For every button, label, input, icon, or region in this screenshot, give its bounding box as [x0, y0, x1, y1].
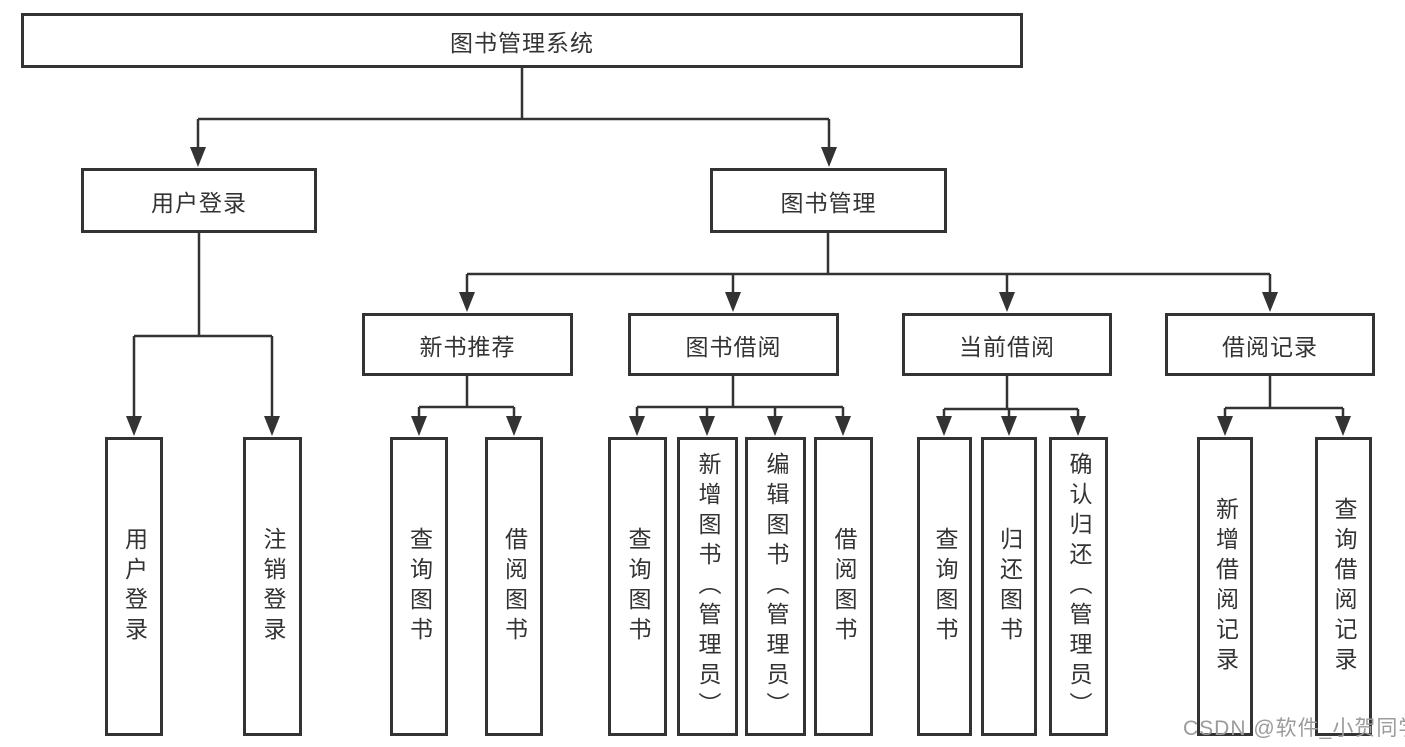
node-root-system: 图书管理系统 — [21, 13, 1023, 68]
node-label: 图书借阅 — [685, 333, 782, 360]
arrow-down-icon — [725, 292, 741, 312]
arrow-down-icon — [264, 416, 280, 436]
arrow-down-icon — [835, 416, 851, 436]
arrow-down-icon — [699, 416, 715, 436]
connector-records-to-children — [1223, 376, 1345, 417]
leaf-label: 编辑图书（管理员） — [763, 451, 789, 722]
node-book-management: 图书管理 — [710, 168, 947, 233]
node-user-login: 用户登录 — [81, 168, 317, 233]
arrow-down-icon — [459, 292, 475, 312]
connector-book-mgmt-to-modules — [465, 233, 1272, 293]
connector-new-book-to-children — [417, 376, 516, 417]
csdn-watermark: CSDN @软件_小贺同学 — [1183, 717, 1405, 740]
leaf-label: 注销登录 — [260, 526, 286, 647]
leaf-borrow-query: 查询图书 — [608, 437, 667, 736]
leaf-label: 确认归还（管理员） — [1066, 451, 1092, 722]
node-label: 图书管理系统 — [450, 29, 594, 56]
node-current-borrow: 当前借阅 — [902, 313, 1112, 376]
arrowheads — [126, 147, 1351, 436]
leaf-label: 查询图书 — [406, 526, 433, 647]
node-new-book-recommend: 新书推荐 — [362, 313, 573, 376]
arrow-down-icon — [1335, 416, 1351, 436]
arrow-down-icon — [1070, 416, 1086, 436]
node-borrow-records: 借阅记录 — [1165, 313, 1375, 376]
leaf-label: 新增借阅记录 — [1212, 496, 1239, 677]
arrow-down-icon — [999, 292, 1015, 312]
arrow-down-icon — [1217, 416, 1233, 436]
leaf-label: 查询图书 — [932, 526, 958, 647]
leaf-label: 新增图书（管理员） — [695, 451, 721, 722]
leaf-label: 查询图书 — [625, 526, 651, 647]
connector-current-to-children — [942, 376, 1080, 417]
arrow-down-icon — [411, 416, 427, 436]
node-label: 当前借阅 — [959, 333, 1055, 360]
leaf-borrow-edit-admin: 编辑图书（管理员） — [745, 437, 806, 736]
leaf-records-add: 新增借阅记录 — [1197, 437, 1253, 736]
connector-user-login-to-children — [132, 233, 274, 417]
arrow-down-icon — [126, 416, 142, 436]
arrow-down-icon — [767, 416, 783, 436]
connector-root-to-level2 — [196, 67, 831, 148]
leaf-newbook-borrow: 借阅图书 — [485, 437, 543, 736]
arrow-down-icon — [506, 416, 522, 436]
node-label: 用户登录 — [151, 189, 247, 216]
leaf-user-login: 用户登录 — [105, 437, 163, 736]
leaf-current-return: 归还图书 — [981, 437, 1037, 736]
arrow-down-icon — [821, 147, 837, 167]
node-label: 新书推荐 — [419, 333, 516, 360]
arrow-down-icon — [629, 416, 645, 436]
leaf-current-query: 查询图书 — [917, 437, 972, 736]
leaf-label: 借阅图书 — [831, 526, 857, 647]
leaf-borrow-add-admin: 新增图书（管理员） — [677, 437, 738, 736]
leaf-label: 查询借阅记录 — [1331, 496, 1357, 677]
leaf-label: 借阅图书 — [501, 526, 528, 647]
leaf-label: 归还图书 — [996, 526, 1023, 647]
leaf-logout: 注销登录 — [243, 437, 302, 736]
arrow-down-icon — [1262, 292, 1278, 312]
arrow-down-icon — [190, 147, 206, 167]
leaf-records-query: 查询借阅记录 — [1315, 437, 1372, 736]
node-label: 借阅记录 — [1222, 333, 1318, 360]
leaf-current-confirm-admin: 确认归还（管理员） — [1049, 437, 1108, 736]
arrow-down-icon — [936, 416, 952, 436]
node-book-borrow: 图书借阅 — [628, 313, 839, 376]
node-label: 图书管理 — [780, 189, 877, 216]
connector-borrow-to-children — [635, 376, 845, 417]
leaf-newbook-query: 查询图书 — [390, 437, 448, 736]
arrow-down-icon — [1001, 416, 1017, 436]
leaf-label: 用户登录 — [121, 526, 148, 647]
leaf-borrow-borrow: 借阅图书 — [814, 437, 873, 736]
